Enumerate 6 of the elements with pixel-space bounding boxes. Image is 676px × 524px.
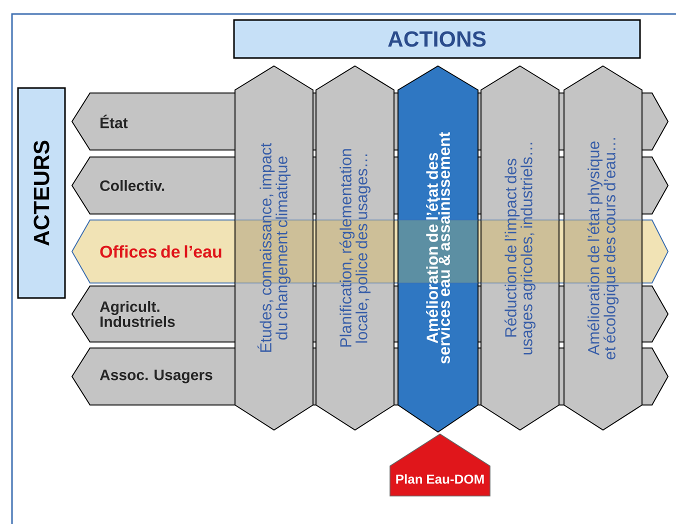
node-label: État [100, 114, 128, 128]
node-label: Collectiv. [100, 180, 164, 192]
actors-banner: ACTEURS [17, 87, 66, 299]
node-label: Agricult. Industriels [100, 300, 175, 328]
node-label: Assoc. Usagers [100, 370, 212, 384]
actions-banner: ACTIONS [233, 19, 641, 59]
